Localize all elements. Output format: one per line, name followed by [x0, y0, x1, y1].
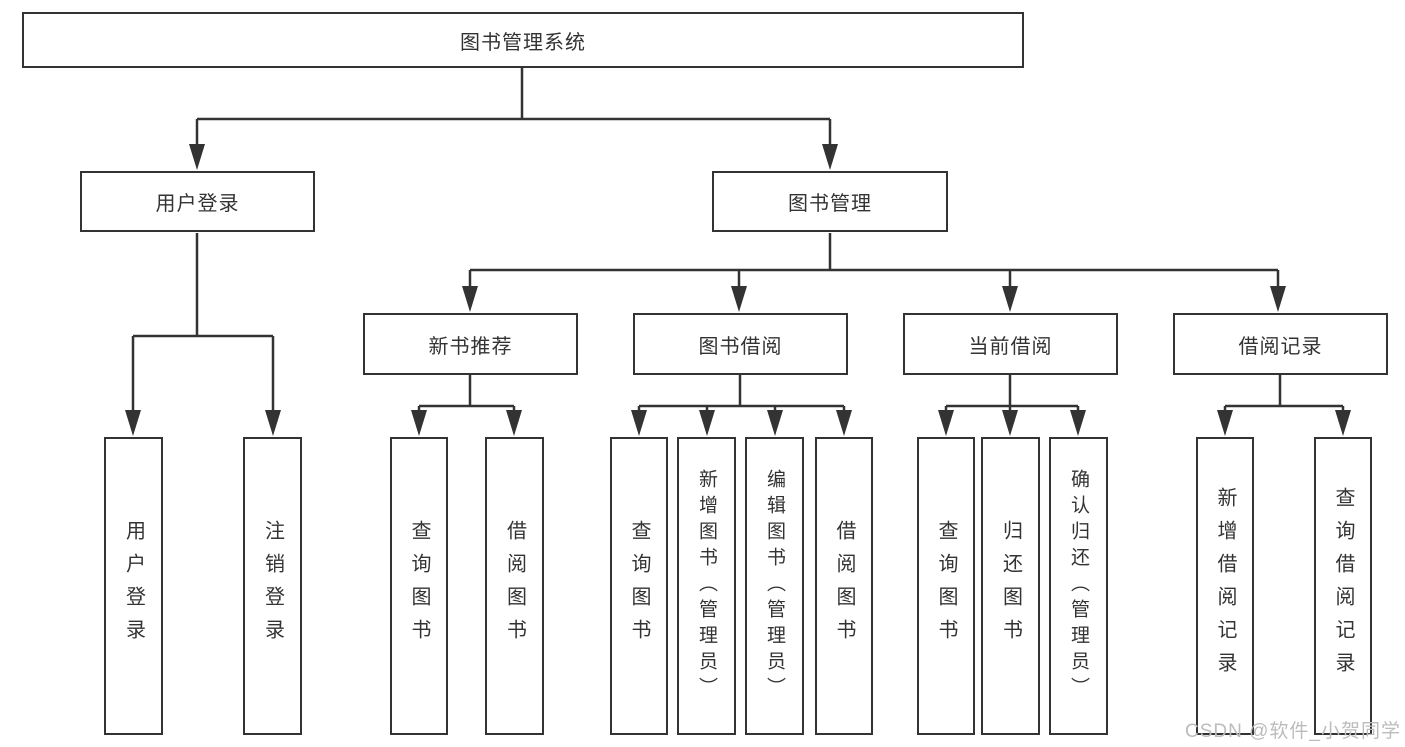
- node-label: 归还图书: [999, 520, 1022, 652]
- node-label: 新书推荐: [428, 335, 513, 358]
- node-current-borrowing: 当前借阅: [903, 313, 1118, 375]
- node-borrowing-records: 借阅记录: [1173, 313, 1388, 375]
- node-label: 新增借阅记录: [1214, 487, 1236, 685]
- node-label: 图书管理: [788, 193, 872, 215]
- leaf-confirm-return-admin: 确认归还（管理员）: [1049, 437, 1108, 735]
- node-label: 用户登录: [122, 520, 145, 652]
- watermark: CSDN @软件_小贺同学: [1185, 721, 1401, 742]
- leaf-borrow-books-recommend: 借阅图书: [485, 437, 544, 735]
- node-label: 查询图书: [408, 520, 430, 652]
- node-user-login: 用户登录: [80, 171, 315, 232]
- node-book-borrowing: 图书借阅: [633, 313, 848, 375]
- node-label: 查询图书: [628, 520, 650, 652]
- node-label: 当前借阅: [968, 335, 1053, 358]
- node-label: 借阅记录: [1238, 335, 1323, 358]
- leaf-query-books-borrowing: 查询图书: [610, 437, 668, 735]
- leaf-user-login: 用户登录: [104, 437, 163, 735]
- connector-paths: [131, 68, 1345, 416]
- node-label: 确认归还（管理员）: [1068, 469, 1089, 703]
- arrowheads: [125, 144, 1351, 436]
- node-label: 查询图书: [935, 520, 957, 652]
- leaf-logout: 注销登录: [243, 437, 302, 735]
- leaf-query-books-recommend: 查询图书: [390, 437, 448, 735]
- node-label: 用户登录: [155, 193, 240, 215]
- leaf-add-borrow-record: 新增借阅记录: [1196, 437, 1254, 735]
- node-library-management-system: 图书管理系统: [22, 12, 1024, 68]
- leaf-add-books-admin: 新增图书（管理员）: [677, 437, 736, 735]
- node-label: 编辑图书（管理员）: [764, 469, 785, 703]
- leaf-borrow-books-borrowing: 借阅图书: [815, 437, 873, 735]
- leaf-query-books-current: 查询图书: [917, 437, 975, 735]
- node-label: 借阅图书: [503, 520, 526, 652]
- leaf-return-books: 归还图书: [981, 437, 1040, 735]
- node-new-book-recommendation: 新书推荐: [363, 313, 578, 375]
- leaf-query-borrow-record: 查询借阅记录: [1314, 437, 1372, 735]
- node-label: 借阅图书: [833, 520, 855, 652]
- node-label: 新增图书（管理员）: [696, 469, 717, 703]
- node-book-management: 图书管理: [712, 171, 948, 232]
- node-label: 图书借阅: [698, 335, 783, 358]
- leaf-edit-books-admin: 编辑图书（管理员）: [745, 437, 804, 735]
- node-label: 查询借阅记录: [1332, 487, 1354, 685]
- node-label: 图书管理系统: [460, 31, 586, 54]
- node-label: 注销登录: [261, 520, 284, 652]
